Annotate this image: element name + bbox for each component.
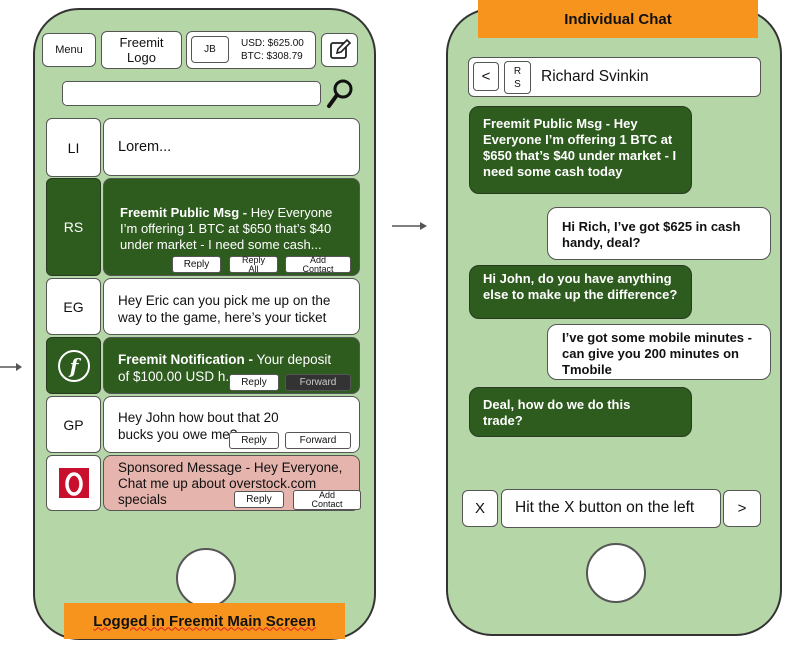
add-contact-button[interactable]: Add Contact	[285, 255, 351, 273]
conversation-item[interactable]: Lorem...	[103, 118, 360, 176]
freemit-notification-avatar[interactable]: f	[46, 337, 101, 394]
conversation-preview: Lorem...	[118, 138, 172, 155]
conversation-title: Freemit Public Msg -	[120, 205, 248, 220]
flow-arrow-left-icon	[0, 363, 22, 371]
chat-message-text: I’ve got some mobile minutes - can give …	[562, 330, 752, 377]
conversation-preview: Hey Everyone I’m offering 1 BTC at $650 …	[120, 205, 333, 252]
send-label: >	[737, 500, 747, 517]
add-contact-button[interactable]: Add Contact	[293, 490, 361, 510]
compose-button[interactable]	[321, 33, 358, 67]
conversation-preview: Hey John how bout that 20 bucks you owe …	[118, 410, 279, 442]
header-label-text: Individual Chat	[564, 10, 672, 28]
search-icon[interactable]	[326, 78, 354, 110]
account-balance-panel[interactable]: JB USD: $625.00 BTC: $308.79	[186, 31, 316, 69]
logo-label: Freemit Logo	[119, 35, 164, 65]
account-initials: JB	[204, 44, 216, 55]
conversation-item[interactable]: Hey Eric can you pick me up on the way t…	[103, 278, 360, 335]
main-screen-caption: Logged in Freemit Main Screen	[64, 603, 345, 639]
menu-button-label: Menu	[55, 44, 83, 56]
contact-avatar-eg[interactable]: EG	[46, 278, 101, 335]
conversation-preview: Sponsored Message - Hey Everyone, Chat m…	[118, 460, 343, 507]
reply-button[interactable]: Reply	[172, 256, 221, 273]
forward-button[interactable]: Forward	[285, 432, 351, 449]
reply-button[interactable]: Reply	[229, 432, 279, 449]
chat-screen-phone	[446, 8, 782, 636]
btc-balance: BTC: $308.79	[241, 51, 303, 62]
compose-icon	[329, 38, 351, 59]
message-input-text: Hit the X button on the left	[515, 499, 695, 516]
home-button[interactable]	[586, 543, 646, 603]
send-button[interactable]: >	[723, 490, 761, 527]
contact-name: Richard Svinkin	[541, 68, 649, 85]
contact-avatar-li[interactable]: LI	[46, 118, 101, 177]
overstock-avatar[interactable]	[46, 455, 101, 511]
contact-avatar-rs[interactable]: RS	[46, 178, 101, 276]
conversation-title: Freemit Notification -	[118, 352, 254, 367]
home-button[interactable]	[176, 548, 236, 608]
back-button[interactable]: <	[473, 62, 499, 91]
contact-initials: R S	[513, 65, 522, 90]
search-input[interactable]	[62, 81, 321, 106]
freemit-logo: Freemit Logo	[101, 31, 182, 69]
contact-avatar[interactable]: R S	[504, 61, 531, 94]
conversation-preview: Hey Eric can you pick me up on the way t…	[118, 293, 331, 325]
back-label: <	[481, 68, 491, 85]
flow-arrow-icon	[392, 222, 427, 230]
reply-all-button[interactable]: Reply All	[229, 255, 278, 273]
account-avatar[interactable]: JB	[191, 36, 229, 63]
message-input[interactable]: Hit the X button on the left	[501, 489, 721, 528]
chat-message-sent: Hi Rich, I’ve got $625 in cash handy, de…	[547, 207, 771, 260]
menu-button[interactable]: Menu	[42, 33, 96, 67]
conversation-preview: Your deposit of $100.00 USD h...	[118, 352, 332, 384]
reply-button[interactable]: Reply	[234, 491, 284, 508]
forward-button[interactable]: Forward	[285, 374, 351, 391]
chat-message-received: Deal, how do we do this trade?	[469, 387, 692, 437]
reply-button[interactable]: Reply	[229, 374, 279, 391]
freemit-f-icon: f	[57, 349, 90, 382]
chat-message-received: Hi John, do you have anything else to ma…	[469, 265, 692, 319]
chat-message-sent: I’ve got some mobile minutes - can give …	[547, 324, 771, 380]
caption-text: Logged in Freemit Main Screen	[93, 612, 316, 630]
clear-label: X	[474, 500, 485, 517]
clear-input-button[interactable]: X	[462, 490, 498, 527]
chat-header-label: Individual Chat	[478, 0, 758, 38]
usd-balance: USD: $625.00	[241, 38, 304, 49]
overstock-logo-icon	[58, 468, 89, 498]
chat-message-received: Freemit Public Msg - Hey Everyone I’m of…	[469, 106, 692, 194]
svg-text:f: f	[67, 354, 81, 378]
contact-avatar-gp[interactable]: GP	[46, 396, 101, 453]
